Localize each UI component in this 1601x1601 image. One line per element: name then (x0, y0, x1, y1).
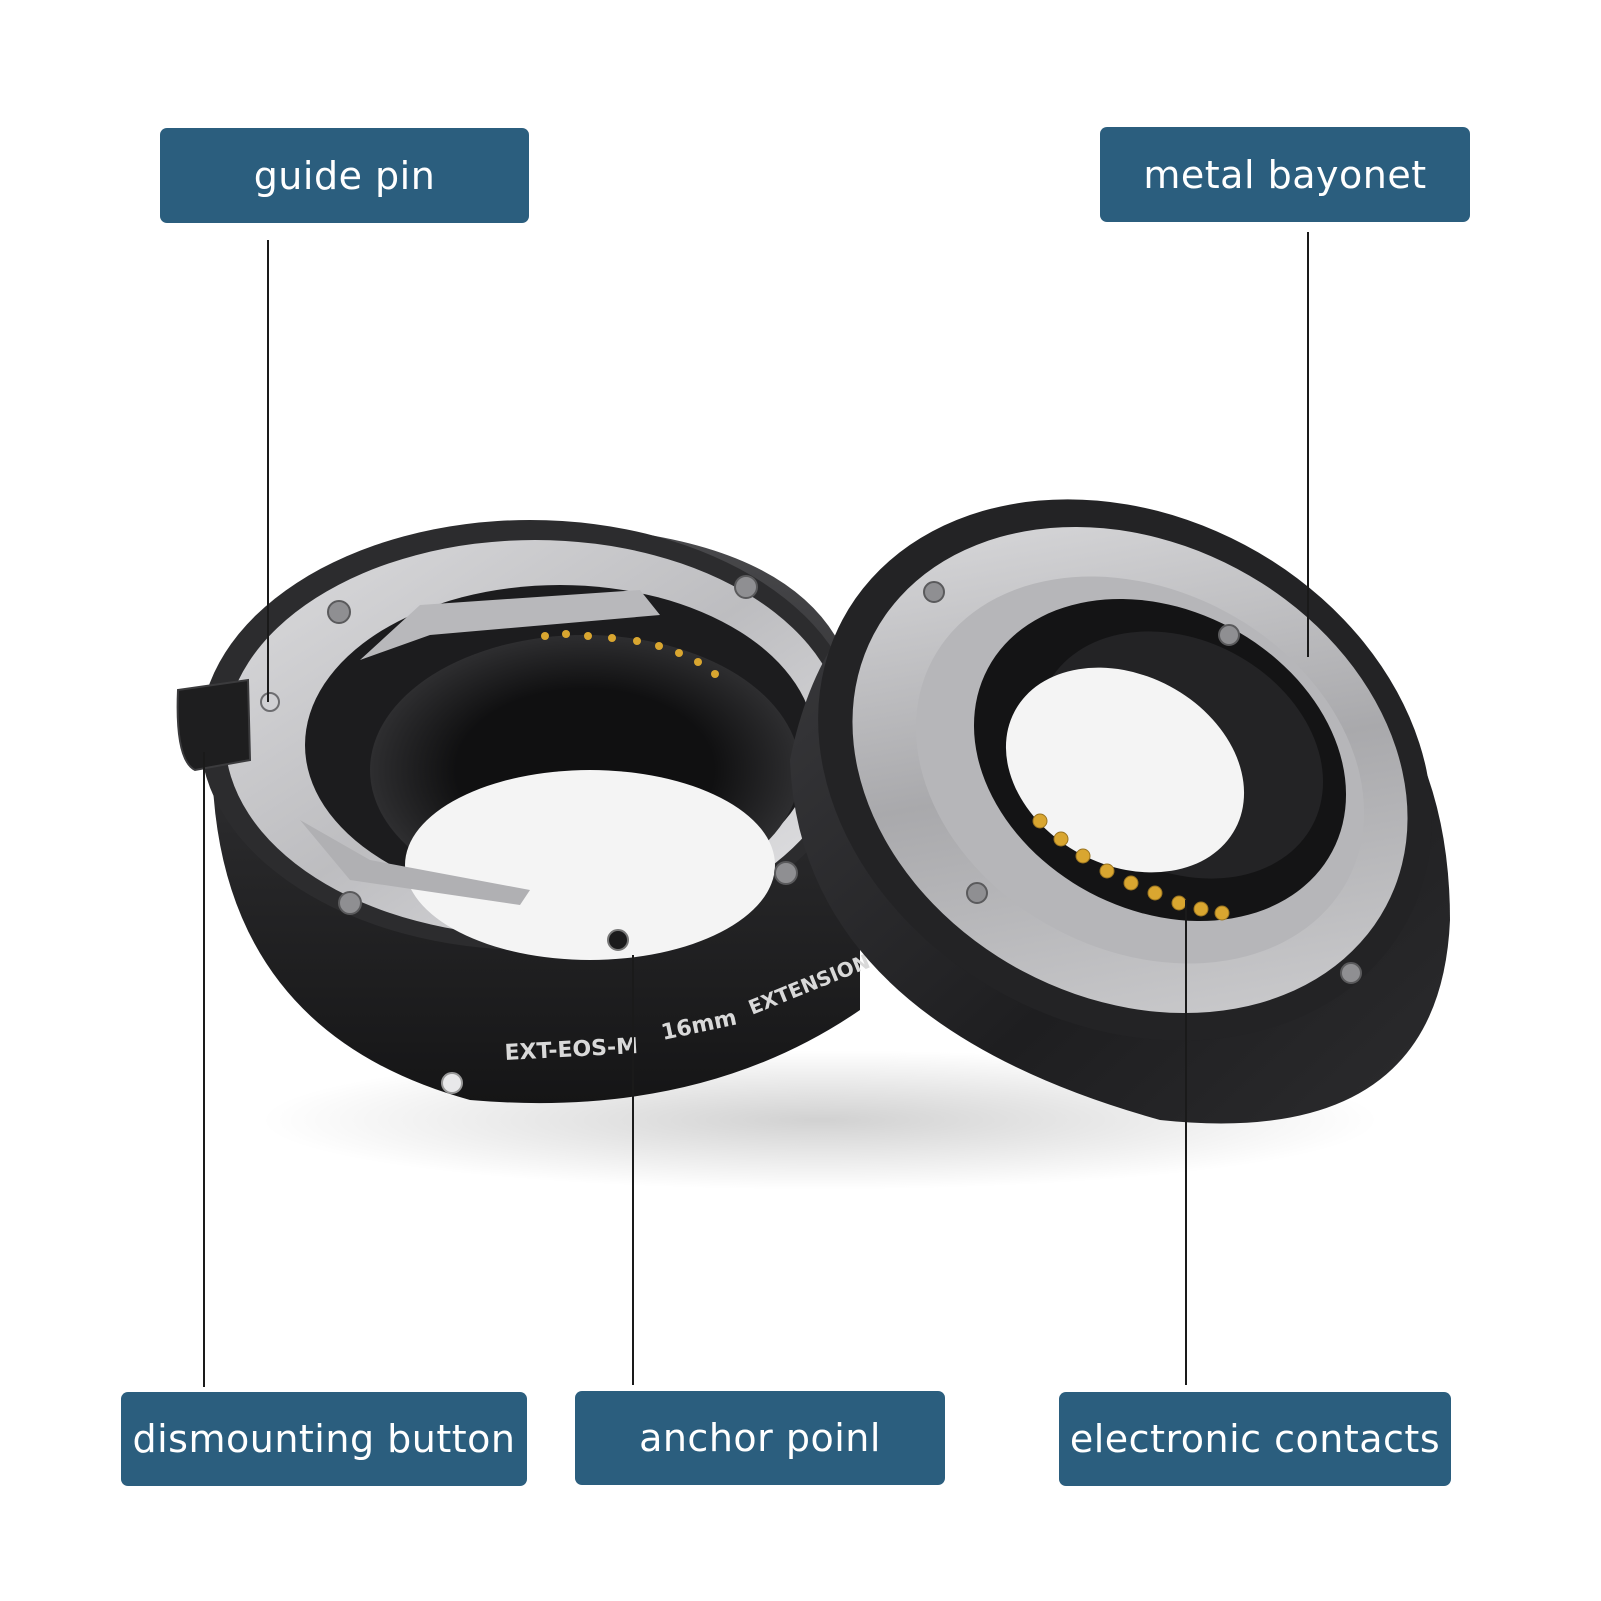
anchor-point-part (607, 929, 629, 951)
left-extension-ring: EXT-EOS-M 16mm EXTENSION (176, 520, 873, 1104)
left-ring-screws (327, 575, 798, 915)
guide-pin-part (260, 692, 280, 712)
leader-electronic-contacts (1185, 900, 1187, 1385)
leader-guide-pin (267, 240, 269, 702)
label-anchor-point: anchor poinl (575, 1391, 945, 1485)
label-electronic-contacts: electronic contacts (1059, 1392, 1451, 1486)
right-ring-contacts (1032, 813, 1230, 921)
dismounting-button-part (176, 678, 252, 772)
label-guide-pin: guide pin (160, 128, 529, 223)
leader-dismounting-button (203, 752, 205, 1387)
left-ring-contacts (541, 630, 719, 678)
leader-anchor-point (632, 955, 634, 1385)
label-metal-bayonet: metal bayonet (1100, 127, 1470, 222)
label-dismounting-button: dismounting button (121, 1392, 527, 1486)
right-ring-screws (923, 581, 1362, 984)
leader-metal-bayonet (1307, 232, 1309, 657)
right-extension-ring (790, 499, 1450, 1124)
